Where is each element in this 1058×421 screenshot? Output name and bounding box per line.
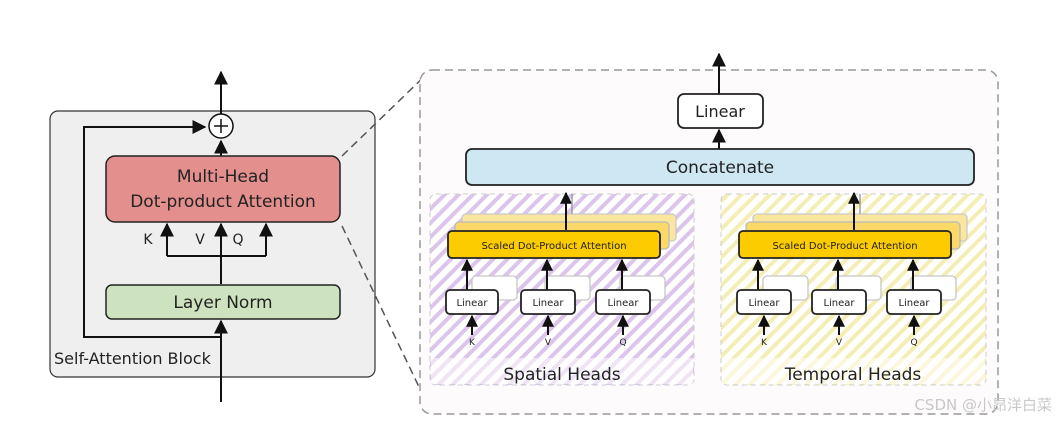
spatial-heads-group: Scaled Dot-Product Attention Linear Line… — [429, 191, 695, 386]
mha-label-line1: Multi-Head — [177, 167, 269, 187]
attention-detail-panel: Linear Concatenate Scaled Dot-Product At… — [419, 52, 999, 415]
temporal-linear-q-box: Linear — [886, 289, 942, 315]
temporal-k-label: K — [761, 338, 768, 348]
self-attention-block-label: Self-Attention Block — [54, 349, 212, 368]
multi-head-attention-box: Multi-Head Dot-product Attention — [105, 155, 341, 223]
q-label: Q — [232, 232, 243, 248]
temporal-linear-k-label: Linear — [748, 298, 780, 309]
spatial-q-label: Q — [619, 338, 626, 348]
temporal-linear-v-box: Linear — [811, 289, 867, 315]
temporal-linear-q-label: Linear — [898, 298, 930, 309]
spatial-linear-q-box: Linear — [595, 289, 651, 315]
spatial-linear-v-label: Linear — [532, 298, 564, 309]
spatial-linear-k-label: Linear — [456, 298, 488, 309]
layer-norm-label: Layer Norm — [173, 293, 272, 313]
temporal-linear-v-label: Linear — [823, 298, 855, 309]
spatial-attention-label: Scaled Dot-Product Attention — [481, 241, 626, 252]
spatial-linear-k-box: Linear — [445, 289, 499, 315]
residual-add-icon — [208, 113, 234, 139]
temporal-heads-group: Scaled Dot-Product Attention Linear Line… — [720, 191, 987, 386]
temporal-attention-label: Scaled Dot-Product Attention — [772, 241, 917, 252]
self-attention-block: Multi-Head Dot-product Attention K V Q L… — [49, 70, 376, 402]
residual-connection — [83, 120, 221, 338]
watermark-text: CSDN @小昂洋白菜 — [914, 396, 1052, 414]
concatenate-box: Concatenate — [465, 148, 975, 186]
spatial-linear-q-label: Linear — [607, 298, 639, 309]
k-label: K — [143, 232, 153, 248]
layer-norm-box: Layer Norm — [105, 284, 341, 320]
mha-label-line2: Dot-product Attention — [130, 192, 316, 212]
concatenate-label: Concatenate — [666, 158, 774, 178]
temporal-v-label: V — [836, 338, 843, 348]
spatial-attention-box: Scaled Dot-Product Attention — [447, 230, 661, 259]
temporal-q-label: Q — [910, 338, 917, 348]
spatial-v-label: V — [545, 338, 552, 348]
v-label: V — [195, 232, 205, 248]
spatial-linear-v-box: Linear — [520, 289, 576, 315]
spatial-k-label: K — [469, 338, 476, 348]
zoom-line-top — [341, 69, 432, 157]
temporal-attention-box: Scaled Dot-Product Attention — [738, 230, 952, 259]
zoom-line-bottom — [341, 225, 432, 413]
temporal-linear-k-box: Linear — [736, 289, 792, 315]
spatial-heads-title: Spatial Heads — [503, 365, 620, 385]
linear-top-label: Linear — [695, 102, 745, 121]
linear-top-box: Linear — [677, 93, 764, 129]
temporal-heads-title: Temporal Heads — [784, 365, 922, 385]
